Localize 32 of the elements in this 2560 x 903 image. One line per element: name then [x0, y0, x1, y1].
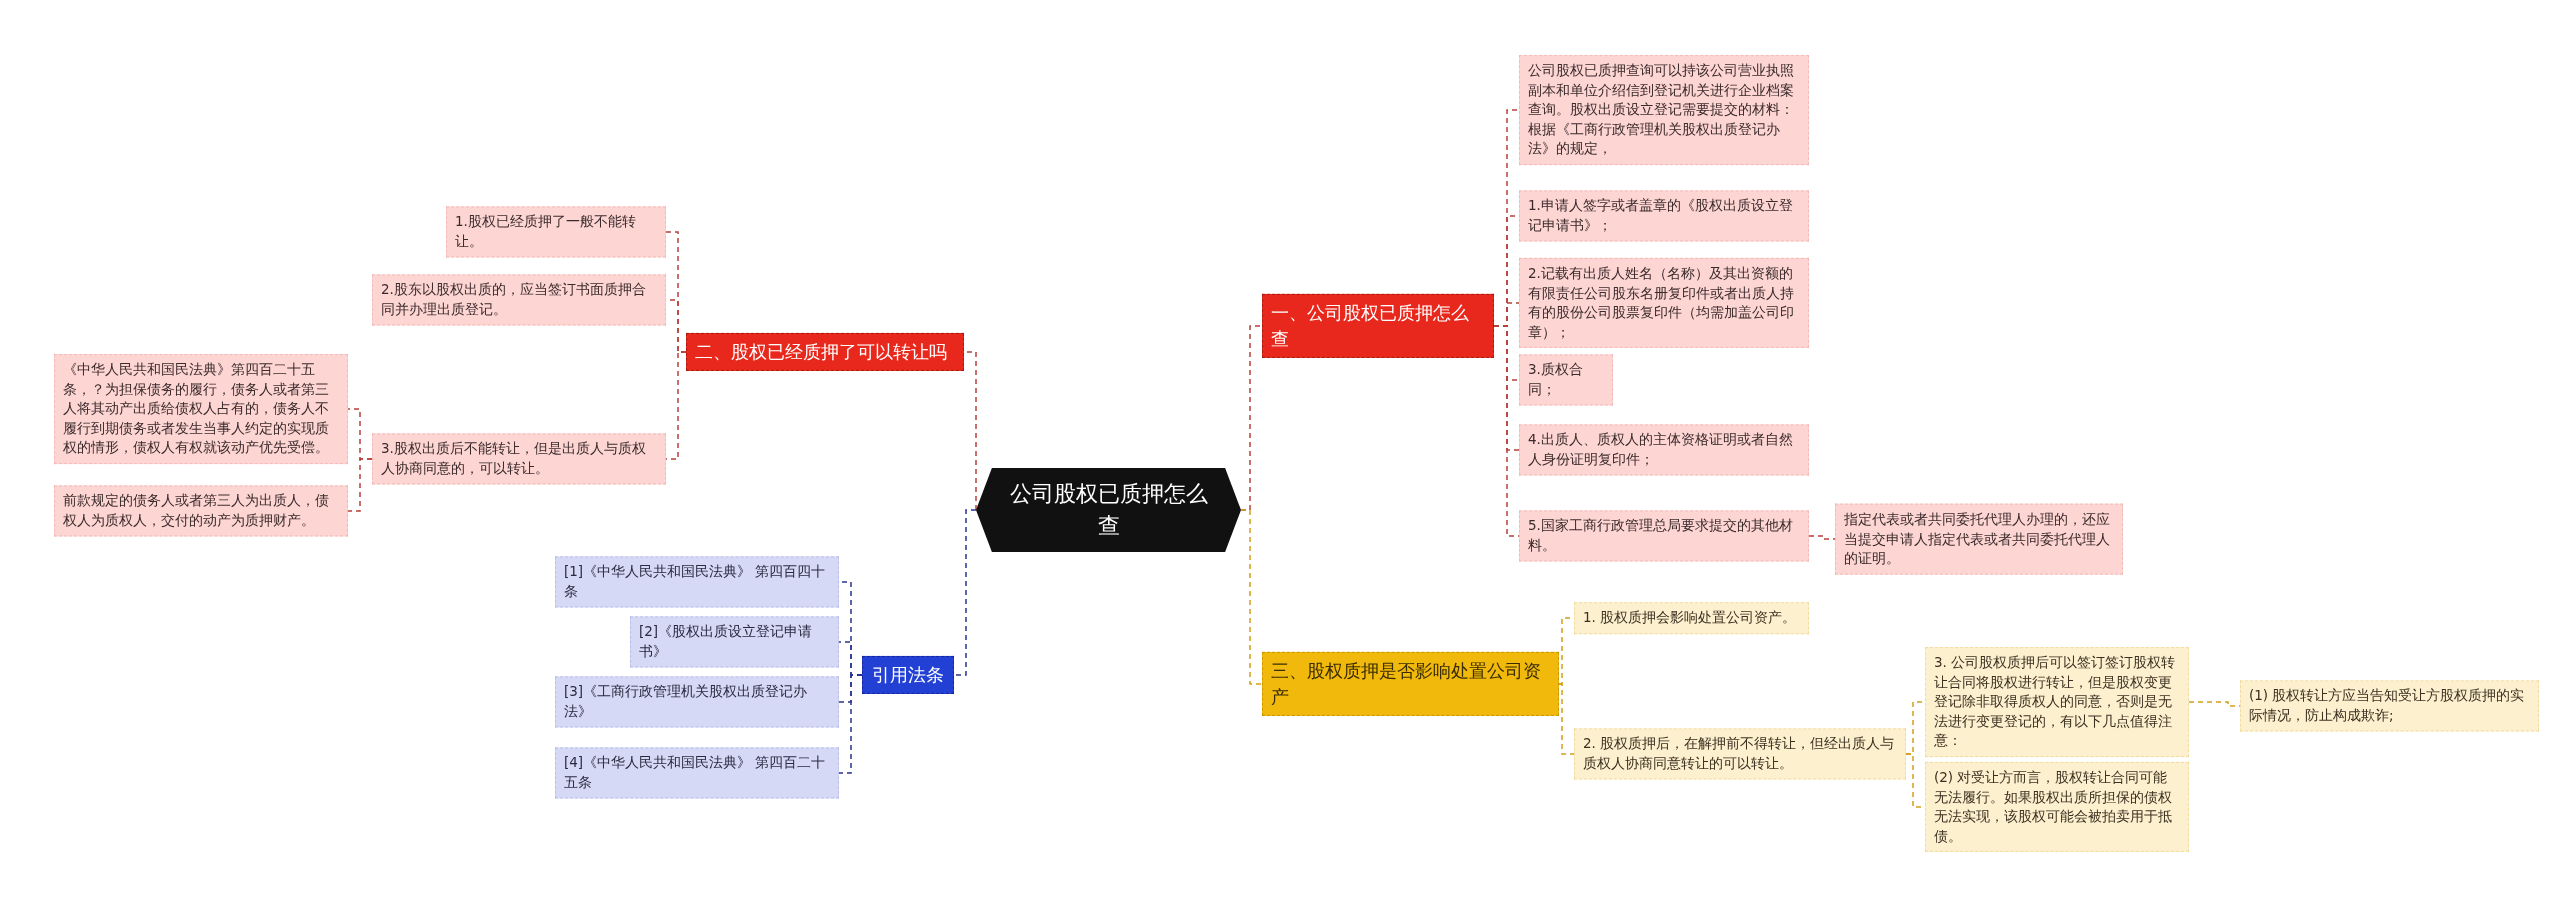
text-card: 1.申请人签字或者盖章的《股权出质设立登记申请书》； — [1519, 190, 1809, 242]
text-card: 2.记载有出质人姓名（名称）及其出资额的有限责任公司股东名册复印件或者出质人持有的股份公司股票复印件（均需加盖公司印章）； — [1519, 257, 1809, 349]
text-card: [2]《股权出质设立登记申请书》 — [630, 616, 839, 668]
text-card: [1]《中华人民共和国民法典》 第四百四十条 — [555, 556, 839, 608]
central-topic-hexagon: 公司股权已质押怎么查 — [976, 468, 1241, 552]
text-card: 前款规定的债务人或者第三人为出质人，债权人为质权人，交付的动产为质押财产。 — [54, 485, 348, 537]
connector-line — [953, 509, 977, 676]
connector-line — [1808, 535, 1836, 540]
text-card: 2. 股权质押后，在解押前不得转让，但经出质人与质权人协商同意转让的可以转让。 — [1574, 728, 1906, 780]
connector-line — [347, 458, 373, 512]
text-card: 3. 公司股权质押后可以签订签订股权转让合同将股权进行转让，但是股权变更登记除非取得质权人的同意，否则是无法进行变更登记的，有以下几点值得注意： — [1925, 647, 2189, 757]
branch-topic-box: 一、公司股权已质押怎么查 — [1262, 293, 1494, 359]
text-card: [4]《中华人民共和国民法典》 第四百二十五条 — [555, 747, 839, 799]
text-card: 《中华人民共和国民法典》第四百二十五条，？为担保债务的履行，债务人或者第三人将其动产出质给债权人占有的，债务人不履行到期债务或者发生当事人约定的实现质权的情形，债权人有权就该动产优先受偿。 — [54, 354, 348, 464]
text-card: 指定代表或者共同委托代理人办理的，还应当提交申请人指定代表或者共同委托代理人的证明。 — [1835, 503, 2123, 575]
text-card: 5.国家工商行政管理总局要求提交的其他材料。 — [1519, 510, 1809, 562]
connector-line — [1558, 683, 1575, 755]
text-card: 3.股权出质后不能转让，但是出质人与质权人协商同意的，可以转让。 — [372, 433, 666, 485]
text-card: 公司股权已质押查询可以持该公司营业执照副本和单位介绍信到登记机关进行企业档案查询。股权出质设立登记需要提交的材料：根据《工商行政管理机关股权出质登记办法》的规定， — [1519, 55, 1809, 165]
text-card: 1. 股权质押会影响处置公司资产。 — [1574, 602, 1809, 634]
text-card: 2.股东以股权出质的，应当签订书面质押合同并办理出质登记。 — [372, 274, 666, 326]
text-card: 4.出质人、质权人的主体资格证明或者自然人身份证明复印件； — [1519, 424, 1809, 476]
connector-line — [1240, 509, 1263, 685]
branch-topic-box: 二、股权已经质押了可以转让吗 — [686, 332, 964, 372]
branch-topic-box: 引用法条 — [862, 655, 954, 695]
text-card: [3]《工商行政管理机关股权出质登记办法》 — [555, 676, 839, 728]
text-card: (2) 对受让方而言，股权转让合同可能无法履行。如果股权出质所担保的债权无法实现，该股权可能会被拍卖用于抵债。 — [1925, 761, 2189, 853]
text-card: 1.股权已经质押了一般不能转让。 — [446, 206, 666, 258]
branch-topic-box: 三、股权质押是否影响处置公司资产 — [1262, 651, 1559, 717]
connector-line — [838, 674, 863, 774]
text-card: 3.质权合同； — [1519, 354, 1613, 406]
text-card: (1) 股权转让方应当告知受让方股权质押的实际情况，防止构成欺诈; — [2240, 680, 2539, 732]
